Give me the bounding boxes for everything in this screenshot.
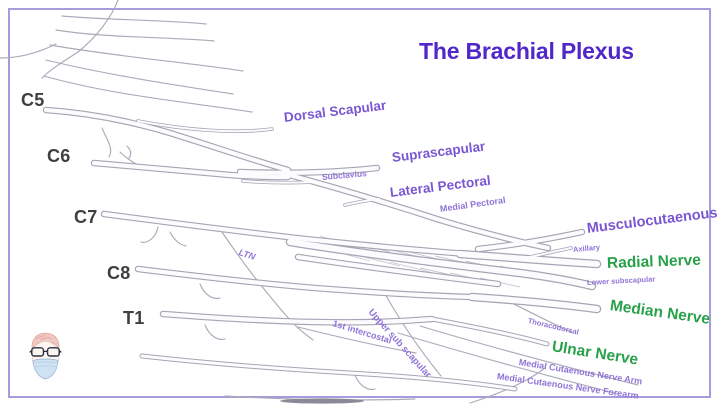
glasses-left-lens [31, 347, 45, 357]
masked-doctor-avatar-logo [29, 332, 62, 380]
label-radial-nerve: Radial Nerve [606, 251, 702, 272]
hair-streaks [36, 335, 52, 341]
sketch-smudge [280, 398, 364, 404]
frame-border [8, 8, 711, 398]
surgical-mask [32, 358, 59, 380]
mask-folds [35, 361, 56, 368]
root-label-t1: T1 [123, 308, 145, 328]
glasses-right-lens [46, 347, 60, 357]
root-label-c6: C6 [47, 146, 71, 166]
root-label-c5: C5 [21, 90, 45, 110]
root-label-c8: C8 [107, 263, 131, 283]
root-label-c7: C7 [74, 207, 98, 227]
page-title: The Brachial Plexus [419, 38, 634, 64]
glasses-bridge [29, 349, 62, 353]
